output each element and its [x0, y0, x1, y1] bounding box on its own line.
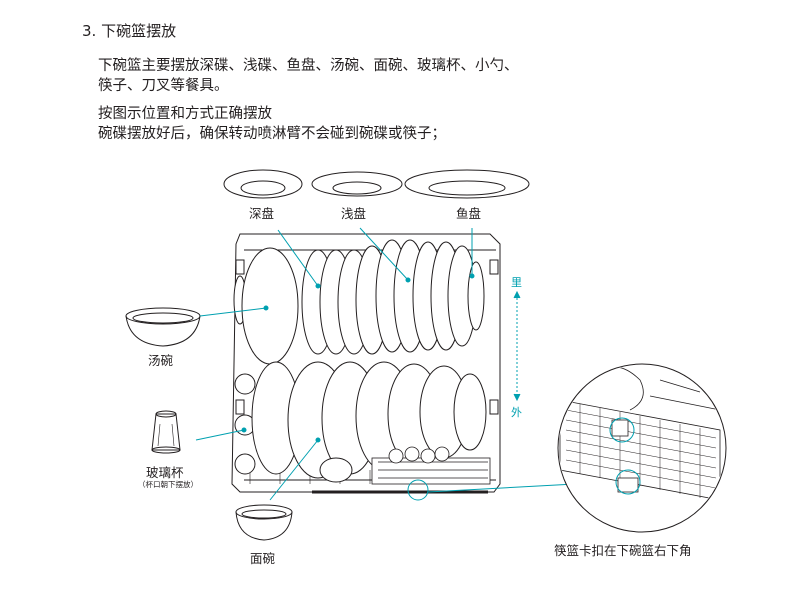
- paragraph-1-line-1: 下碗篮主要摆放深碟、浅碟、鱼盘、汤碗、面碗、玻璃杯、小勺、: [98, 58, 519, 74]
- chopstick-clip-label: 筷篮卡扣在下碗篮右下角: [554, 543, 692, 558]
- glass-icon: [151, 410, 181, 454]
- soup-bowl-icon: [125, 307, 201, 347]
- soup-bowl-label: 汤碗: [148, 353, 174, 368]
- fish-plate-icon: [404, 169, 530, 199]
- paragraph-2-line-1: 按图示位置和方式正确摆放: [98, 106, 272, 122]
- lower-bowls: [234, 361, 487, 483]
- deep-plate-icon: [223, 169, 303, 199]
- cutlery-basket: [371, 446, 491, 485]
- callout-lines: [195, 227, 613, 501]
- section-title: 3. 下碗篮摆放: [82, 22, 177, 40]
- shallow-plate-icon: [311, 171, 403, 197]
- paragraph-2-line-2: 碗碟摆放好后，确保转动喷淋臂不会碰到碗碟或筷子；: [98, 126, 446, 142]
- noodle-bowl-icon: [235, 504, 293, 541]
- fish-plate-label: 鱼盘: [456, 206, 482, 221]
- glass-note: （杯口朝下摆放）: [138, 480, 198, 489]
- chopstick-clip-inset: [557, 363, 727, 533]
- paragraph-1-line-2: 筷子、刀叉等餐具。: [98, 78, 229, 94]
- inner-outer-arrow: [513, 290, 521, 402]
- inner-label: 里: [511, 276, 522, 289]
- outer-label: 外: [511, 406, 522, 419]
- upper-plates: [233, 239, 485, 365]
- noodle-bowl-label: 面碗: [250, 551, 276, 566]
- deep-plate-label: 深盘: [249, 206, 275, 221]
- glass-label: 玻璃杯: [146, 465, 184, 480]
- shallow-plate-label: 浅盘: [341, 206, 367, 221]
